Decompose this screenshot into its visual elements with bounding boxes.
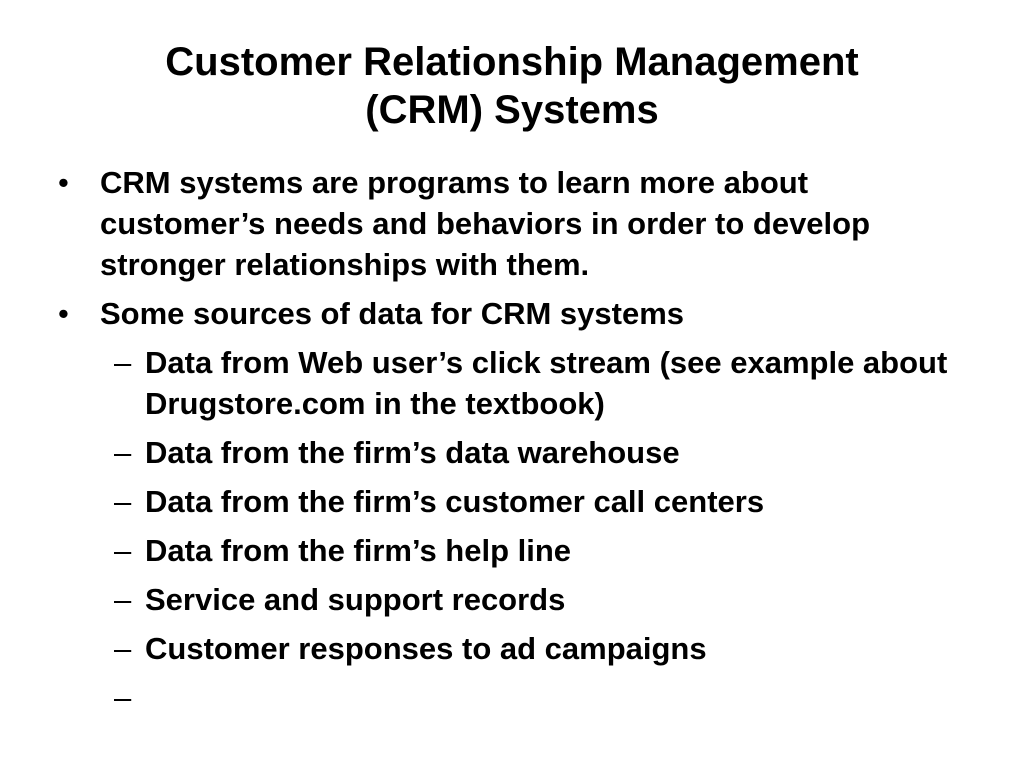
sub-bullet-item: – Customer responses to ad campaigns (58, 628, 978, 669)
bullet-item: • CRM systems are programs to learn more… (58, 162, 978, 285)
sub-bullet-text: Customer responses to ad campaigns (145, 631, 707, 666)
bullet-text: Some sources of data for CRM systems (100, 296, 685, 331)
bullet-text: CRM systems are programs to learn more a… (100, 165, 871, 282)
sub-bullet-item: – Data from the firm’s customer call cen… (58, 481, 978, 522)
sub-bullet-item-empty: – (58, 677, 978, 718)
sub-bullet-marker: – (114, 582, 132, 617)
sub-bullet-marker: – (114, 680, 132, 715)
sub-bullet-marker: – (114, 435, 132, 470)
sub-bullet-item: – Data from the firm’s data warehouse (58, 432, 978, 473)
sub-bullet-text: Service and support records (145, 582, 566, 617)
slide-title-line-2: (CRM) Systems (365, 88, 659, 132)
slide-body: • CRM systems are programs to learn more… (58, 162, 978, 726)
slide-title-line-1: Customer Relationship Management (165, 40, 859, 84)
sub-bullet-item: – Data from the firm’s help line (58, 530, 978, 571)
sub-bullet-text: Data from Web user’s click stream (see e… (145, 345, 948, 421)
sub-bullet-marker: – (114, 345, 132, 380)
bullet-marker: • (58, 296, 69, 331)
sub-bullet-list: – Data from Web user’s click stream (see… (58, 342, 978, 718)
sub-bullet-marker: – (114, 631, 132, 666)
sub-bullet-text: Data from the firm’s customer call cente… (145, 484, 765, 519)
sub-bullet-item: – Data from Web user’s click stream (see… (58, 342, 978, 424)
bullet-marker: • (58, 165, 69, 200)
slide-title: Customer Relationship Management (CRM) S… (0, 38, 1024, 134)
bullet-item: • Some sources of data for CRM systems (58, 293, 978, 334)
sub-bullet-item: – Service and support records (58, 579, 978, 620)
sub-bullet-text: Data from the firm’s data warehouse (145, 435, 680, 470)
sub-bullet-text: Data from the firm’s help line (145, 533, 572, 568)
sub-bullet-marker: – (114, 533, 132, 568)
sub-bullet-marker: – (114, 484, 132, 519)
